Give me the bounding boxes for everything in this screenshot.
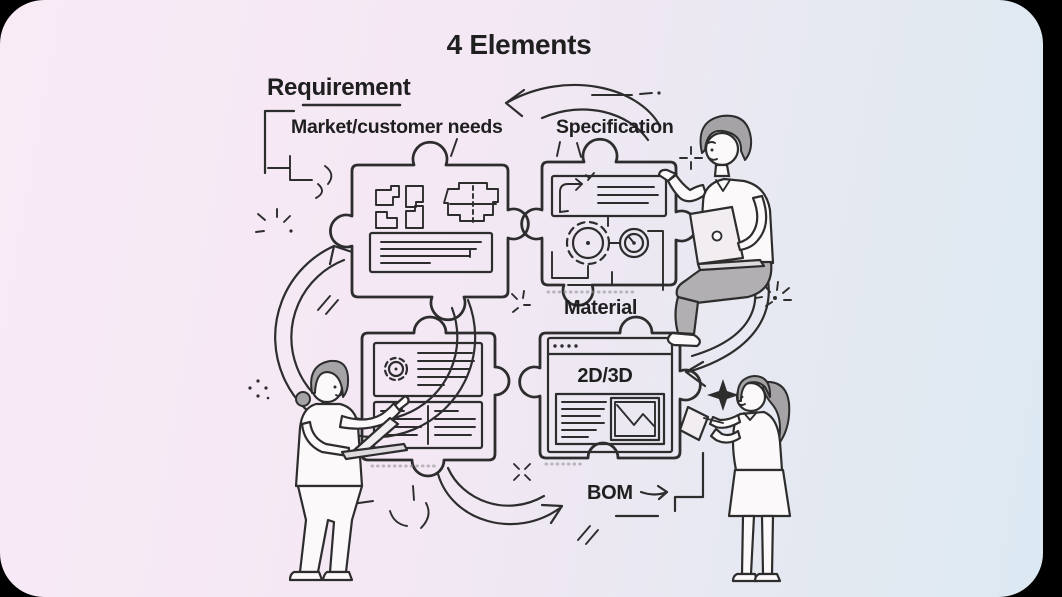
sparkle-burst-left bbox=[255, 208, 293, 233]
line-chart-icon bbox=[609, 396, 661, 442]
document-lines-icon bbox=[368, 231, 494, 274]
hand-raised bbox=[393, 394, 410, 412]
viewer-2d3d-label: 2D/3D bbox=[577, 365, 632, 387]
tick-marks bbox=[450, 138, 582, 158]
gear-icon bbox=[565, 220, 611, 266]
shoe-right bbox=[321, 570, 354, 582]
hair-bun bbox=[295, 391, 311, 407]
dots-cluster-left bbox=[248, 379, 270, 400]
pants bbox=[675, 260, 773, 305]
leg-left bbox=[740, 514, 756, 576]
arm-lower bbox=[709, 427, 742, 444]
slashes-bottom bbox=[577, 525, 599, 545]
spec-card bbox=[550, 172, 668, 218]
collar bbox=[715, 179, 731, 192]
neck bbox=[713, 163, 731, 178]
shoe-left bbox=[731, 572, 759, 583]
leg-right bbox=[760, 514, 775, 576]
page-title: 4 Elements bbox=[447, 29, 592, 60]
person-woman-right bbox=[678, 375, 792, 583]
arrow-left-cycle bbox=[274, 244, 477, 439]
x-sparkle bbox=[513, 463, 531, 481]
label-market-customer-needs: Market/customer needs bbox=[291, 116, 503, 138]
gear-document-card bbox=[372, 341, 484, 398]
circuit-lines bbox=[551, 216, 664, 291]
four-point-star bbox=[707, 379, 739, 411]
parts-blocks-icon bbox=[375, 185, 424, 229]
shoe-left bbox=[288, 570, 324, 582]
arm-right bbox=[736, 194, 768, 252]
mouth bbox=[738, 403, 746, 406]
mouth bbox=[335, 393, 343, 397]
eye bbox=[740, 395, 744, 399]
label-requirement: Requirement bbox=[267, 74, 411, 101]
arrow-bottom-cycle bbox=[436, 466, 564, 526]
blueprint-icon bbox=[443, 182, 499, 223]
bom-arrow bbox=[639, 484, 669, 501]
gear-icon bbox=[383, 356, 409, 382]
laptop-logo bbox=[711, 230, 723, 242]
brow bbox=[707, 141, 716, 144]
shoe bbox=[666, 331, 701, 348]
face bbox=[704, 131, 740, 167]
hair bbox=[736, 375, 772, 402]
gauge-icon bbox=[618, 227, 650, 259]
puzzle-piece-specification bbox=[520, 137, 698, 307]
pen-icon bbox=[703, 417, 724, 424]
arm-pointing bbox=[666, 173, 708, 203]
person-woman-left bbox=[288, 359, 410, 582]
wind-doodle bbox=[315, 165, 333, 199]
puzzle-piece-requirement bbox=[329, 140, 530, 322]
skirt bbox=[727, 468, 792, 518]
slashes-left bbox=[317, 295, 339, 315]
browser-window-icon: 2D/3D bbox=[546, 336, 674, 454]
shoe-right bbox=[753, 572, 782, 583]
dash-accent-top-right bbox=[591, 91, 661, 96]
laptop-base bbox=[696, 258, 766, 272]
hair bbox=[310, 359, 350, 398]
collar bbox=[743, 411, 758, 421]
hand-pointing bbox=[657, 168, 679, 183]
sparkle-burst-center bbox=[511, 290, 531, 313]
tablet-icon bbox=[678, 405, 710, 442]
laptop-base bbox=[340, 442, 409, 461]
arm-upper bbox=[708, 413, 742, 429]
mouth bbox=[708, 157, 718, 161]
person-man-sitting bbox=[657, 114, 775, 348]
eye bbox=[710, 148, 714, 152]
plus-crosshair bbox=[679, 146, 703, 170]
step-doodle-top-left bbox=[267, 155, 313, 181]
sparkle-burst-right bbox=[755, 281, 792, 307]
anger-doodle bbox=[351, 485, 430, 529]
label-specification: Specification bbox=[556, 116, 673, 138]
bom-step-line bbox=[614, 451, 705, 518]
label-bom: BOM bbox=[587, 482, 633, 504]
label-material: Material bbox=[564, 297, 637, 319]
pants bbox=[296, 484, 364, 574]
sync-edit-icon bbox=[559, 172, 595, 213]
arm-lower bbox=[300, 420, 351, 458]
eye bbox=[333, 385, 337, 389]
arrow-spec-to-requirement bbox=[504, 83, 662, 142]
requirement-bracket bbox=[263, 103, 402, 175]
shin bbox=[674, 295, 700, 336]
hair bbox=[699, 114, 753, 161]
